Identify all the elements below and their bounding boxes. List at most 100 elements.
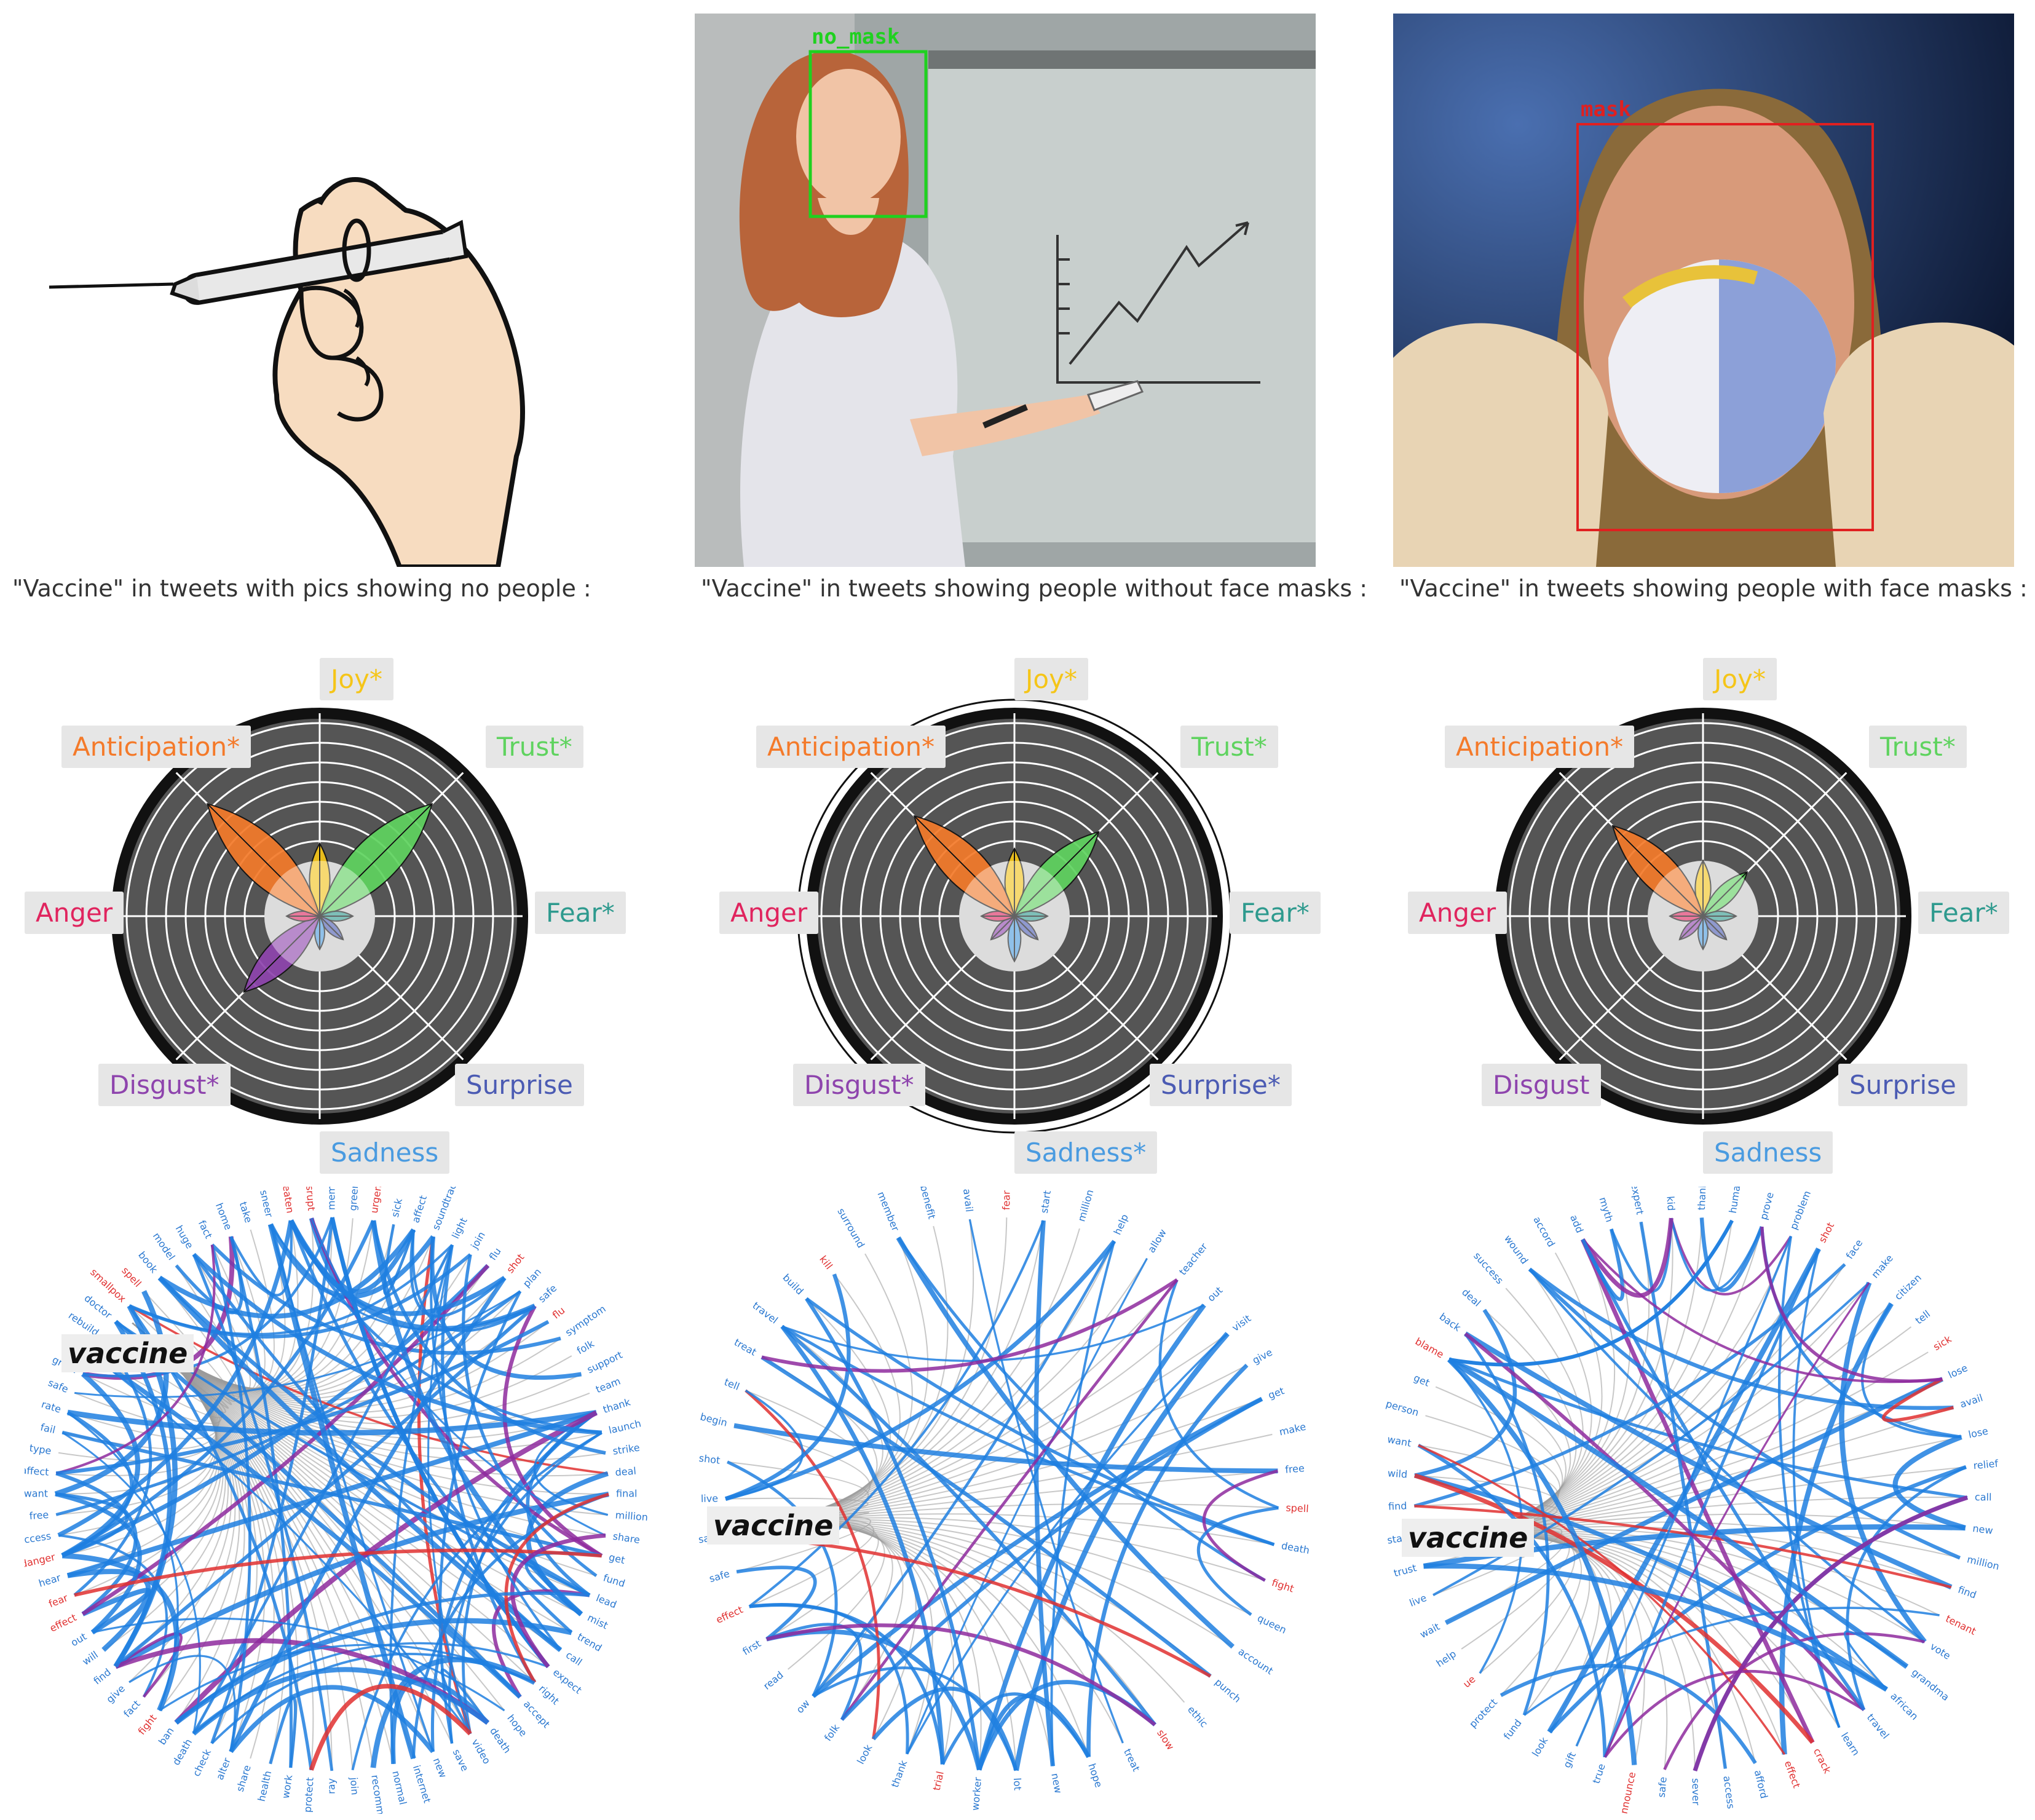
vaccine-node-label: vaccine (1402, 1519, 1535, 1557)
word-node: million (615, 1509, 649, 1523)
word-node: fund (1501, 1717, 1524, 1742)
word-node: doctor (82, 1292, 114, 1321)
word-node: affect (25, 1464, 49, 1478)
word-node: model (151, 1230, 178, 1262)
word-node: safe (47, 1377, 70, 1395)
edge-word (1760, 1227, 1943, 1383)
edge-word (229, 1276, 507, 1753)
word-node: shot (1816, 1221, 1836, 1244)
word-node: access (1721, 1775, 1737, 1810)
word-node: give (104, 1682, 127, 1705)
edge-word (1013, 1332, 1230, 1771)
word-node: trend (575, 1631, 604, 1654)
word-node: million (1966, 1553, 2001, 1572)
edge-word (1581, 1238, 1866, 1711)
edge-word (1760, 1226, 1962, 1439)
word-node: build (780, 1272, 805, 1297)
word-node: vote (1928, 1640, 1953, 1662)
edge-word (309, 1217, 416, 1294)
word-node: give (1251, 1347, 1274, 1367)
edge-vaccine (1432, 1239, 1616, 1545)
word-node: trust (1393, 1562, 1418, 1579)
word-node: disrupt (303, 1187, 317, 1211)
panel-no-people: "Vaccine" in tweets with pics showing no… (0, 0, 652, 1820)
word-node: learn (1839, 1730, 1862, 1757)
label-fear: Fear* (535, 892, 626, 934)
label-joy: Joy* (1014, 658, 1088, 700)
label-anger: Anger (719, 892, 819, 934)
word-node: plan (521, 1266, 543, 1289)
label-surprise: Surprise* (1150, 1064, 1292, 1106)
edge-word (1581, 1238, 1815, 1744)
word-node: thank (889, 1759, 910, 1789)
word-node: wound (1502, 1233, 1530, 1266)
word-node: fail (39, 1421, 57, 1436)
man-with-mask-photo (1393, 14, 2014, 567)
edge-word (1418, 1444, 1786, 1755)
edge-word (61, 1430, 603, 1558)
word-node: tenant (1944, 1613, 1978, 1637)
word-node: support (585, 1349, 625, 1376)
word-node: deal (615, 1465, 637, 1479)
edge-word (780, 1325, 945, 1765)
word-node: lead (595, 1592, 618, 1610)
edge-word (55, 1492, 142, 1634)
caption: "Vaccine" in tweets showing people witho… (701, 575, 1368, 602)
word-node: free (1284, 1462, 1305, 1476)
edge-word (733, 1423, 1278, 1474)
word-node: help (1434, 1648, 1458, 1669)
word-node: call (1975, 1491, 1992, 1503)
word-node: slow (1155, 1727, 1177, 1752)
word-node: ow (794, 1697, 812, 1715)
word-node: avail (1958, 1392, 1984, 1410)
emotion-wheel-svg (797, 698, 1232, 1134)
edge-word (765, 1623, 863, 1720)
word-node: effect (714, 1604, 745, 1626)
word-node: ban (156, 1725, 176, 1747)
photo-woman-whiteboard: no_mask (695, 14, 1316, 567)
edge-word (128, 1655, 236, 1752)
word-node: want (25, 1487, 48, 1499)
edge-word (1882, 1377, 1954, 1422)
label-surprise: Surprise (1838, 1064, 1967, 1106)
vaccine-node-label: vaccine (61, 1334, 194, 1372)
vaccine-node-label: vaccine (707, 1506, 840, 1545)
edge-vaccine (1432, 1535, 1696, 1771)
word-node: lose (1967, 1425, 1990, 1441)
edge-word (1603, 1282, 1870, 1758)
edge-word (896, 1236, 1235, 1649)
edge-word (526, 1411, 598, 1597)
word-node: grandma (1910, 1666, 1951, 1703)
word-node: success (1471, 1250, 1506, 1286)
word-node: sick (389, 1197, 405, 1218)
word-node: treat (732, 1336, 759, 1358)
edge-word (61, 1372, 141, 1558)
word-node: announce (1617, 1771, 1638, 1814)
edge-word (81, 1588, 151, 1635)
emotion-wheel-svg (111, 708, 528, 1125)
edge-word (430, 1236, 562, 1651)
edge-word (725, 1240, 1116, 1502)
edge-word (269, 1696, 297, 1768)
word-node: protect (302, 1777, 316, 1813)
word-node: treat (1121, 1747, 1142, 1773)
word-node: member (326, 1187, 338, 1210)
word-node: hear (38, 1572, 63, 1589)
edge-word (55, 1471, 138, 1616)
edge-word (1447, 1358, 1637, 1765)
word-node: huge (173, 1224, 196, 1251)
detection-label-mask: mask (1581, 97, 1631, 122)
word-node: accept (521, 1698, 552, 1730)
label-sadness: Sadness* (1014, 1131, 1158, 1174)
word-node: visit (1230, 1312, 1253, 1334)
edge-word (61, 1431, 201, 1734)
edge-word (510, 1533, 606, 1668)
edge-word (1581, 1217, 1673, 1298)
label-surprise: Surprise (455, 1064, 584, 1106)
edge-word (502, 1305, 603, 1558)
detection-label-no-mask: no_mask (812, 25, 900, 49)
